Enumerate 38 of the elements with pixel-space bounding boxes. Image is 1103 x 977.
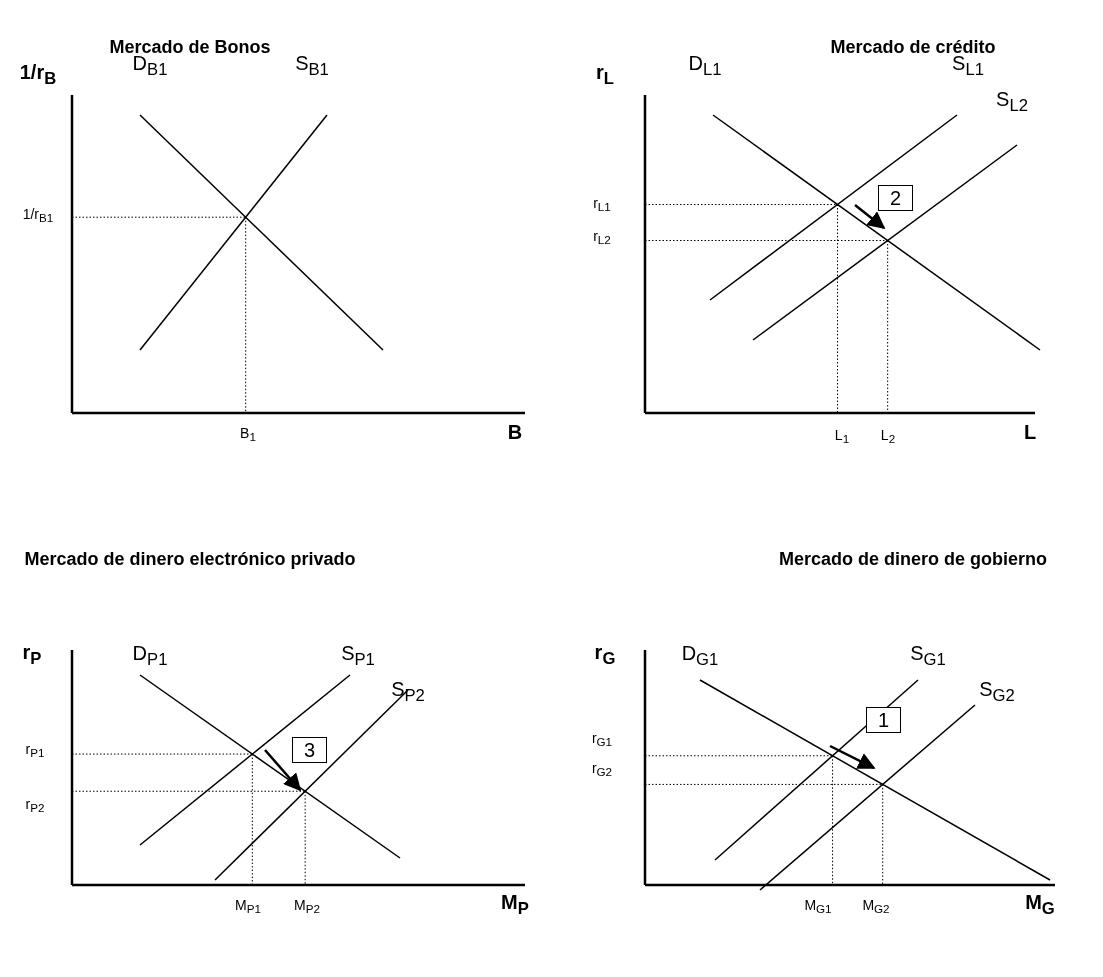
tick-label: L$_{1}$ <box>834 427 850 447</box>
axis-label: L <box>1023 421 1037 443</box>
chart-title: Mercado de dinero electrónico privado <box>24 550 356 570</box>
curve-label: S$_{B1}$ <box>295 52 329 80</box>
axis-label: r$_{G}$ <box>594 641 616 669</box>
chart-title: Mercado de dinero de gobierno <box>779 550 1047 570</box>
axis-label: M$_{G}$ <box>1025 891 1055 919</box>
curve-label: S$_{P1}$ <box>341 642 375 670</box>
curve-label: D$_{B1}$ <box>132 52 168 80</box>
tick-label: B$_{1}$ <box>240 425 256 445</box>
curve-label: S$_{L1}$ <box>952 52 984 80</box>
axis-label: M$_{P}$ <box>501 891 529 919</box>
curve-label: S$_{G2}$ <box>979 678 1015 706</box>
curve-label: S$_{P2}$ <box>391 678 425 706</box>
tick-label: M$_{P1}$ <box>235 897 261 917</box>
tick-label: M$_{G2}$ <box>862 897 890 917</box>
tick-label: r$_{P2}$ <box>25 796 45 816</box>
tick-label: r$_{G1}$ <box>591 730 613 750</box>
curve-label: D$_{P1}$ <box>132 642 168 670</box>
tick-label: L$_{2}$ <box>880 427 896 447</box>
axis-label: r$_{P}$ <box>22 641 42 669</box>
tick-label: M$_{P2}$ <box>294 897 320 917</box>
curve-label: S$_{G1}$ <box>910 642 946 670</box>
step-number: 2 <box>878 185 913 211</box>
axis-label: r$_{L}$ <box>596 61 614 89</box>
axis-label: 1/r$_{B}$ <box>19 61 57 89</box>
tick-label: 1/r$_{B1}$ <box>22 206 54 226</box>
step-number: 3 <box>292 737 327 763</box>
curve-label: D$_{L1}$ <box>688 52 722 80</box>
tick-label: r$_{P1}$ <box>25 741 45 761</box>
curve-label: D$_{G1}$ <box>681 642 719 670</box>
step-number: 1 <box>866 707 901 733</box>
axis-label: B <box>507 421 523 443</box>
curve-label: S$_{L2}$ <box>996 88 1028 116</box>
tick-label: r$_{L2}$ <box>593 228 611 248</box>
tick-label: M$_{G1}$ <box>804 897 832 917</box>
tick-label: r$_{G2}$ <box>591 760 613 780</box>
tick-label: r$_{L1}$ <box>593 195 611 215</box>
